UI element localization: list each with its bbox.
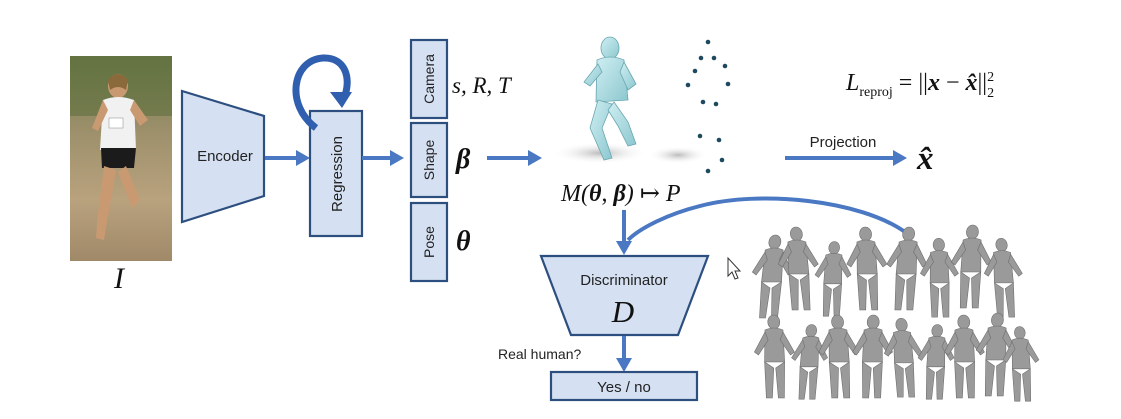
arrowhead-regression bbox=[390, 150, 404, 166]
regression-block bbox=[308, 109, 364, 238]
model-equation: M(θ, β) ↦ P bbox=[560, 181, 681, 207]
mocap-body bbox=[754, 314, 795, 399]
discriminator-block bbox=[539, 254, 710, 337]
mocap-body bbox=[814, 241, 852, 317]
mocap-body bbox=[975, 312, 1017, 397]
iterative-loop-arrow bbox=[292, 54, 351, 131]
discriminator-input-arrowhead bbox=[616, 241, 632, 255]
keypoints-2d bbox=[685, 39, 731, 174]
mocap-body bbox=[777, 226, 819, 311]
encoder-label: Encoder bbox=[197, 148, 253, 165]
mocap-body bbox=[791, 324, 828, 400]
mocap-body bbox=[920, 237, 959, 318]
mouse-cursor-icon bbox=[727, 256, 742, 280]
shape-label: Shape bbox=[421, 140, 437, 181]
discriminator-output-arrowhead bbox=[616, 358, 632, 372]
shape-symbol: β bbox=[455, 144, 471, 175]
mocap-body bbox=[886, 226, 928, 311]
input-photo bbox=[70, 56, 172, 261]
real-human-question: Real human? bbox=[498, 346, 581, 362]
projected-keypoints-symbol: x̂ bbox=[916, 141, 934, 177]
shape-box bbox=[409, 121, 449, 199]
yes-no-label: Yes / no bbox=[597, 379, 651, 396]
mocap-body bbox=[852, 314, 893, 399]
discriminator-label: Discriminator bbox=[580, 272, 668, 289]
projection-arrowhead bbox=[893, 150, 907, 166]
discriminator-symbol: D bbox=[611, 294, 634, 329]
arrowhead-encoder bbox=[296, 150, 310, 166]
yes-no-box bbox=[549, 370, 699, 402]
camera-box bbox=[409, 38, 449, 120]
mocap-body bbox=[1002, 326, 1040, 402]
regression-label: Regression bbox=[329, 136, 346, 212]
encoder-block bbox=[180, 89, 266, 224]
body-mesh-figure bbox=[552, 36, 708, 164]
mocap-body bbox=[944, 314, 985, 399]
pose-label: Pose bbox=[421, 226, 437, 258]
loop-arrowhead bbox=[330, 92, 352, 108]
mocap-body bbox=[917, 324, 955, 400]
pose-symbol: θ bbox=[456, 226, 471, 257]
mocap-to-discriminator-arrow bbox=[626, 196, 907, 242]
mocap-body bbox=[950, 224, 992, 309]
reprojection-loss-equation: Lreproj= ||x − x̂||22 bbox=[845, 70, 994, 101]
mocap-body bbox=[883, 317, 923, 398]
projection-label: Projection bbox=[810, 134, 877, 151]
camera-symbols: s, R, T bbox=[452, 73, 513, 98]
arrowhead-params bbox=[528, 150, 542, 166]
mocap-pose-dataset bbox=[751, 224, 1040, 402]
camera-label: Camera bbox=[421, 54, 437, 104]
mocap-body bbox=[846, 226, 888, 311]
mocap-body bbox=[983, 237, 1023, 318]
input-image-symbol: I bbox=[113, 262, 126, 295]
pose-box bbox=[409, 201, 449, 283]
